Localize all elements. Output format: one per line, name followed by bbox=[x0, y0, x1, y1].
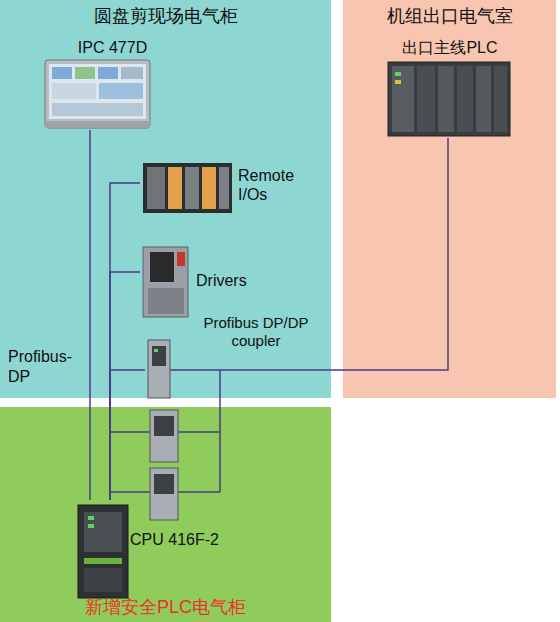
cabinet-region: 新增安全PLC电气柜 CPU 416F-2 bbox=[0, 407, 331, 622]
node-label: IPC 477D bbox=[55, 38, 170, 57]
node-label: CPU 416F-2 bbox=[130, 530, 220, 549]
node-label: Profibus DP/DP coupler bbox=[200, 314, 312, 350]
node-label: 机组出口电气室 bbox=[343, 6, 556, 28]
node-label: Remote I/Os bbox=[238, 166, 304, 204]
device-node: 出口主线PLC bbox=[385, 38, 515, 138]
cabinet-region: 圆盘剪现场电气柜 IPC 477D Remote I/OsDriversProfib… bbox=[0, 0, 331, 398]
device-node: Drivers bbox=[140, 245, 270, 320]
node-label: 出口主线PLC bbox=[385, 38, 515, 57]
device-node: Remote I/Os bbox=[140, 160, 305, 216]
node-label: 新增安全PLC电气柜 bbox=[0, 597, 331, 619]
room-region: 机组出口电气室出口主线PLC bbox=[343, 0, 556, 398]
node-label: Drivers bbox=[196, 271, 270, 290]
bus-label: Profibus- DP bbox=[8, 347, 84, 387]
device-node: Profibus DP/DP coupler bbox=[145, 312, 331, 400]
device-node: IPC 477D bbox=[55, 38, 170, 130]
node-label: 圆盘剪现场电气柜 bbox=[0, 6, 331, 28]
device-node: CPU 416F-2 bbox=[75, 500, 220, 600]
